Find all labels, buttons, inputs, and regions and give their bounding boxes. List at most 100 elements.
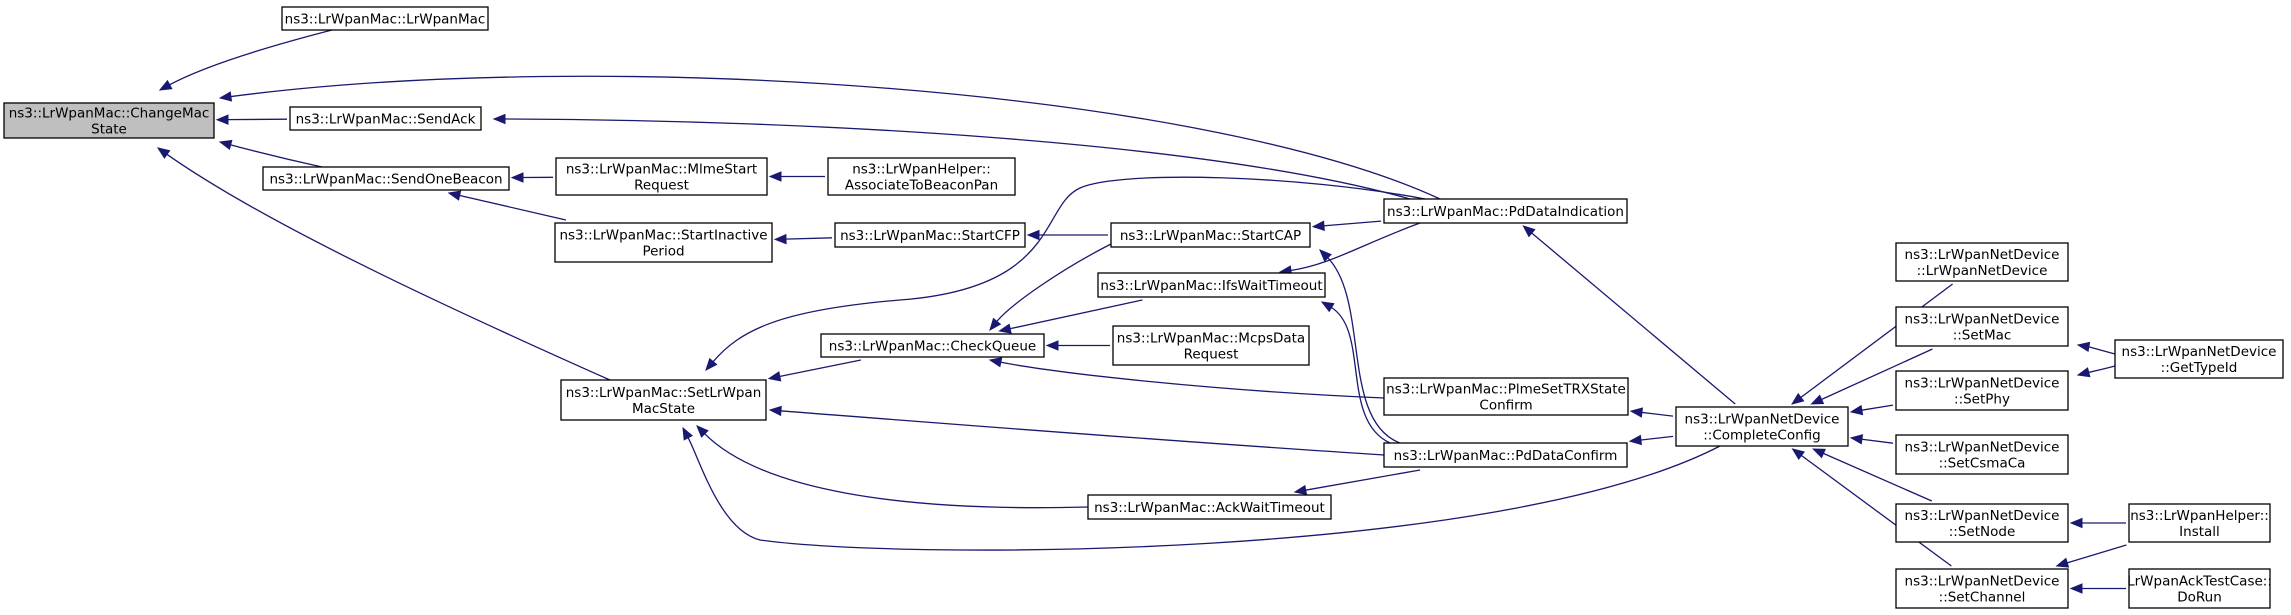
arrowhead xyxy=(1791,392,1805,405)
arrowhead xyxy=(2069,517,2083,529)
node-startCFP[interactable]: ns3::LrWpanMac::StartCFP xyxy=(834,222,1026,248)
arrowhead xyxy=(989,317,1002,332)
node-ackTestDoRun[interactable]: LrWpanAckTestCase::DoRun xyxy=(2127,568,2272,609)
edge-line xyxy=(2087,345,2116,355)
arrowhead xyxy=(218,91,233,102)
edge-line xyxy=(1289,222,1421,272)
node-box xyxy=(2128,568,2271,609)
node-label-line: ns3::LrWpanNetDevice xyxy=(1905,440,2060,456)
node-box xyxy=(1675,406,1849,447)
node-getTypeId[interactable]: ns3::LrWpanNetDevice::GetTypeId xyxy=(2114,339,2284,379)
edge-lrWpanNetDeviceCtor-to-completeConfig xyxy=(1791,283,1953,405)
node-lrWpanMacCtor[interactable]: ns3::LrWpanMac::LrWpanMac xyxy=(281,6,489,31)
arrowhead xyxy=(767,371,782,382)
arrowhead xyxy=(768,405,782,417)
node-associateToBeaconPan[interactable]: ns3::LrWpanHelper::AssociateToBeaconPan xyxy=(827,157,1016,196)
node-box xyxy=(1087,494,1332,520)
node-label-line: Install xyxy=(2179,524,2220,540)
node-completeConfig[interactable]: ns3::LrWpanNetDevice::CompleteConfig xyxy=(1675,406,1849,447)
node-box xyxy=(262,166,510,191)
edge-pdDataIndication-to-setLrWpanMacState xyxy=(705,176,1426,372)
edge-startCAP-to-startCFP xyxy=(1026,229,1108,241)
edge-line xyxy=(1639,435,1674,441)
edge-startCAP-to-checkQueue xyxy=(989,243,1112,332)
edge-setLrWpanMacState-to-changeMacState xyxy=(156,147,611,381)
node-box xyxy=(289,106,482,131)
function-nodes: ns3::LrWpanMac::ChangeMacStatens3::LrWpa… xyxy=(3,6,2284,609)
edge-pdDataConfirm-to-startCAP xyxy=(1319,249,1401,444)
node-sendOneBeacon[interactable]: ns3::LrWpanMac::SendOneBeacon xyxy=(262,166,510,191)
node-sendAck[interactable]: ns3::LrWpanMac::SendAck xyxy=(289,106,482,131)
node-label-line: ns3::LrWpanNetDevice xyxy=(1685,412,1840,428)
edge-line xyxy=(229,143,323,168)
node-label-line: Request xyxy=(634,178,689,194)
edge-line xyxy=(503,118,1411,200)
edge-line xyxy=(1304,469,1421,491)
edge-mcpsDataRequest-to-checkQueue xyxy=(1045,340,1110,351)
edge-line xyxy=(703,432,1089,509)
arrowhead xyxy=(1319,249,1332,262)
edge-sendOneBeacon-to-changeMacState xyxy=(218,139,323,168)
edge-completeConfig-to-setLrWpanMacState xyxy=(682,426,1721,551)
node-setMac[interactable]: ns3::LrWpanNetDevice::SetMac xyxy=(1895,306,2069,347)
node-box xyxy=(2114,339,2284,379)
node-pdDataConfirm[interactable]: ns3::LrWpanMac::PdDataConfirm xyxy=(1383,442,1628,468)
edge-line xyxy=(1008,299,1143,330)
node-setPhy[interactable]: ns3::LrWpanNetDevice::SetPhy xyxy=(1895,370,2069,411)
arrowhead xyxy=(1293,484,1308,496)
node-label-line: ::LrWpanNetDevice xyxy=(1917,263,2048,279)
node-box xyxy=(281,6,489,31)
node-box xyxy=(1383,198,1628,224)
node-label-line: ns3::LrWpanMac::CheckQueue xyxy=(829,339,1036,355)
edge-setMac-to-completeConfig xyxy=(1810,348,1933,405)
node-box xyxy=(1097,272,1326,298)
node-label-line: ::SetCsmaCa xyxy=(1939,456,2026,472)
arrowhead xyxy=(1629,407,1643,418)
node-box xyxy=(2128,503,2271,543)
node-box xyxy=(820,333,1045,358)
node-ifsWaitTimeout[interactable]: ns3::LrWpanMac::IfsWaitTimeout xyxy=(1097,272,1326,298)
arrowhead xyxy=(1849,404,1864,416)
node-pdDataIndication[interactable]: ns3::LrWpanMac::PdDataIndication xyxy=(1383,198,1628,224)
arrowhead xyxy=(1320,301,1335,313)
node-label-line: ns3::LrWpanMac::ChangeMac xyxy=(9,106,210,122)
node-label-line: AssociateToBeaconPan xyxy=(845,178,998,194)
node-label-line: ::CompleteConfig xyxy=(1703,428,1820,444)
node-checkQueue[interactable]: ns3::LrWpanMac::CheckQueue xyxy=(820,333,1045,358)
node-ackWaitTimeout[interactable]: ns3::LrWpanMac::AckWaitTimeout xyxy=(1087,494,1332,520)
node-label-line: ns3::LrWpanMac::PlmeSetTRXState xyxy=(1386,382,1626,398)
node-label-line: MacState xyxy=(632,401,695,417)
call-edges xyxy=(156,29,2127,594)
node-label-line: ns3::LrWpanNetDevice xyxy=(1905,376,2060,392)
node-helperInstall[interactable]: ns3::LrWpanHelper::Install xyxy=(2128,503,2271,543)
node-label-line: ns3::LrWpanMac::PdDataConfirm xyxy=(1394,448,1618,464)
edge-ifsWaitTimeout-to-checkQueue xyxy=(998,299,1143,334)
node-setCsmaCa[interactable]: ns3::LrWpanNetDevice::SetCsmaCa xyxy=(1895,434,2069,475)
node-label-line: Confirm xyxy=(1479,398,1532,414)
edge-checkQueue-to-setLrWpanMacState xyxy=(767,359,862,382)
node-label-line: State xyxy=(91,122,127,138)
node-box xyxy=(1895,503,2069,543)
arrowhead xyxy=(2076,341,2091,353)
node-label-line: LrWpanAckTestCase:: xyxy=(2127,574,2272,590)
node-box xyxy=(1895,242,2069,282)
arrowhead xyxy=(1849,434,1864,445)
node-lrWpanNetDeviceCtor[interactable]: ns3::LrWpanNetDevice::LrWpanNetDevice xyxy=(1895,242,2069,282)
node-label-line: ns3::LrWpanNetDevice xyxy=(1905,508,2060,524)
node-startCAP[interactable]: ns3::LrWpanMac::StartCAP xyxy=(1110,222,1311,248)
arrowhead xyxy=(1791,448,1805,460)
node-setChannel[interactable]: ns3::LrWpanNetDevice::SetChannel xyxy=(1895,568,2069,609)
arrowhead xyxy=(1311,220,1325,232)
edge-helperInstall-to-setChannel xyxy=(2055,544,2127,568)
edge-line xyxy=(458,194,567,221)
arrowhead xyxy=(998,323,1012,334)
arrowhead xyxy=(988,357,1003,368)
arrowhead xyxy=(218,139,233,151)
node-setNode[interactable]: ns3::LrWpanNetDevice::SetNode xyxy=(1895,503,2069,543)
arrowhead xyxy=(1522,225,1536,238)
